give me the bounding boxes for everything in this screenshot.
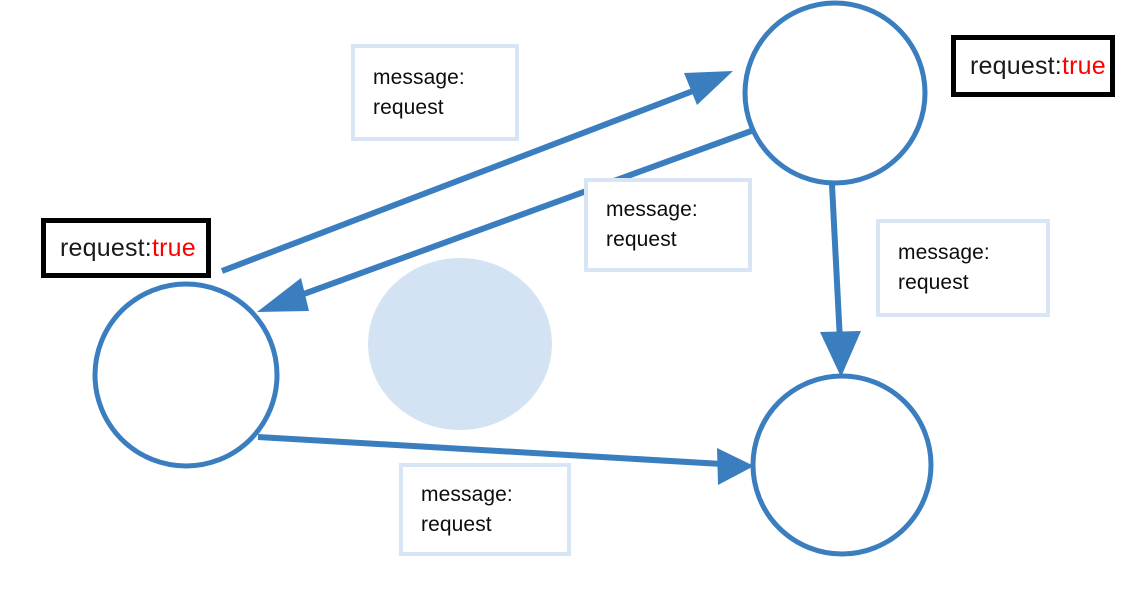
node-top-right[interactable] [742,0,928,186]
blob-ellipse [368,258,552,430]
edge-left-to-bottomright [257,434,754,485]
message-box-3-line2: request [898,271,969,294]
node-bottom-right[interactable] [750,373,934,557]
node-left[interactable] [92,281,280,469]
request-badge-left-key: request: [60,233,152,262]
request-badge-left-value: true [151,233,196,262]
request-badge-right-key: request: [970,51,1062,80]
edge-topright-to-bottomright [820,184,861,377]
message-box-4-line2: request [421,512,492,536]
message-box-3-line1: message: [898,241,990,264]
request-badge-right-value: true [1061,51,1106,80]
message-box-1-line1: message: [373,65,465,89]
edge-topright-to-left [257,127,756,312]
request-badge-right-text: request:true [970,52,1106,81]
message-box-1-line2: request [373,95,444,119]
edge-left-to-topright [220,71,733,274]
request-badge-right[interactable]: request:true [951,35,1115,97]
request-badge-left-text: request:true [60,234,196,263]
message-box-1[interactable]: message: request [351,44,519,141]
message-box-4-line1: message: [421,482,513,506]
message-box-2-line2: request [606,228,677,251]
message-box-3[interactable]: message: request [876,219,1050,317]
request-badge-left[interactable]: request:true [41,218,211,278]
message-box-2-line1: message: [606,198,698,221]
message-box-2[interactable]: message: request [584,178,752,272]
message-box-4[interactable]: message: request [399,463,571,556]
